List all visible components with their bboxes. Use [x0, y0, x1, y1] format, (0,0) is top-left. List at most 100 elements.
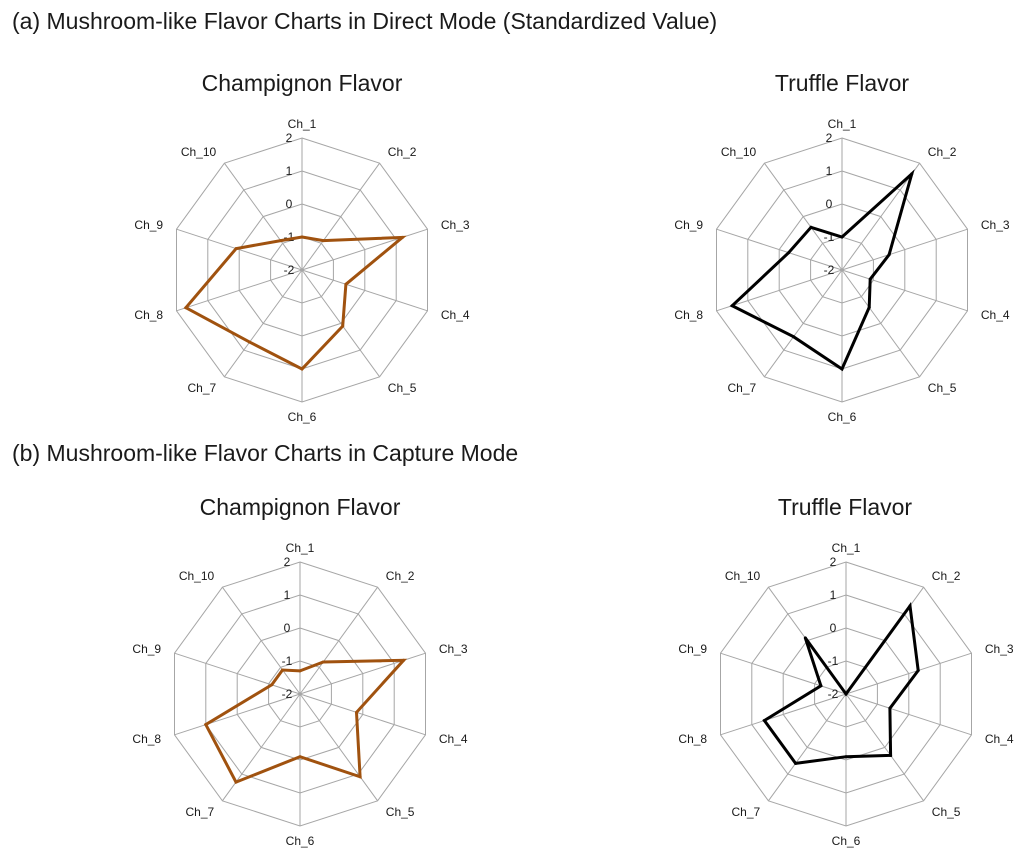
- radar-chart-capture-champignon: -2-1012Ch_1Ch_2Ch_3Ch_4Ch_5Ch_6Ch_7Ch_8C…: [132, 541, 468, 848]
- data-point: [248, 340, 252, 344]
- data-point: [355, 710, 358, 714]
- data-point: [794, 761, 798, 765]
- tick-label: 1: [284, 588, 291, 602]
- category-label: Ch_7: [732, 805, 761, 819]
- tick-label: 1: [286, 164, 293, 178]
- data-point: [298, 669, 302, 673]
- tick-label: 0: [830, 621, 837, 635]
- data-point: [300, 367, 304, 371]
- category-label: Ch_9: [132, 642, 161, 656]
- grid-spoke: [221, 586, 301, 695]
- grid-spoke: [299, 693, 426, 736]
- category-label: Ch_8: [132, 732, 161, 746]
- category-label: Ch_5: [386, 805, 415, 819]
- category-label: Ch_4: [439, 732, 468, 746]
- category-label: Ch_1: [286, 541, 315, 555]
- chart-title-direct-truffle: Truffle Flavor: [774, 70, 910, 96]
- tick-label: 0: [286, 197, 293, 211]
- tick-label: -1: [824, 230, 835, 244]
- tick-label: -1: [284, 230, 295, 244]
- data-point: [819, 684, 823, 688]
- category-label: Ch_5: [388, 381, 417, 395]
- data-point: [344, 282, 348, 286]
- category-label: Ch_7: [186, 805, 215, 819]
- category-label: Ch_5: [932, 805, 961, 819]
- grid-spoke: [176, 228, 303, 271]
- category-label: Ch_10: [179, 569, 215, 583]
- grid-spoke: [299, 586, 379, 695]
- section-title-capture-mode: (b) Mushroom-like Flavor Charts in Captu…: [12, 440, 519, 466]
- data-point: [868, 277, 872, 281]
- grid-spoke: [767, 693, 847, 802]
- category-label: Ch_8: [134, 308, 163, 322]
- chart-title-direct-champignon: Champignon Flavor: [201, 70, 403, 96]
- data-point: [888, 706, 892, 710]
- tick-label: 2: [286, 131, 293, 145]
- tick-label: 2: [826, 131, 833, 145]
- grid-spoke: [845, 652, 972, 695]
- tick-label: 1: [826, 164, 833, 178]
- category-label: Ch_3: [441, 218, 470, 232]
- grid-spoke: [720, 693, 847, 736]
- category-label: Ch_9: [134, 218, 163, 232]
- data-point: [358, 775, 362, 779]
- grid-spoke: [174, 652, 301, 695]
- grid-spoke: [301, 162, 381, 271]
- data-point: [321, 239, 325, 243]
- series-line: [183, 235, 407, 371]
- category-label: Ch_7: [188, 381, 217, 395]
- data-point: [889, 753, 893, 757]
- category-label: Ch_2: [386, 569, 415, 583]
- data-point: [234, 247, 238, 251]
- data-point: [840, 367, 844, 371]
- grid-spoke: [174, 693, 301, 736]
- grid-spoke: [716, 269, 843, 312]
- data-point: [402, 658, 406, 662]
- chart-title-capture-champignon: Champignon Flavor: [199, 494, 401, 520]
- data-point: [279, 239, 283, 243]
- category-label: Ch_9: [674, 218, 703, 232]
- grid-spoke: [301, 269, 428, 312]
- tick-label: 0: [284, 621, 291, 635]
- tick-label: -2: [828, 687, 839, 701]
- data-point: [234, 780, 238, 784]
- grid-spoke: [845, 693, 925, 802]
- grid-spoke: [845, 693, 972, 736]
- category-label: Ch_3: [985, 642, 1014, 656]
- category-label: Ch_8: [678, 732, 707, 746]
- category-label: Ch_2: [932, 569, 961, 583]
- data-point: [321, 660, 325, 664]
- chart-title-capture-truffle: Truffle Flavor: [777, 494, 913, 520]
- data-point: [809, 225, 813, 229]
- grid-spoke: [221, 693, 301, 802]
- grid-spoke: [223, 162, 303, 271]
- category-label: Ch_6: [288, 410, 317, 424]
- grid-spoke: [223, 269, 303, 378]
- category-label: Ch_3: [439, 642, 468, 656]
- category-label: Ch_10: [721, 145, 757, 159]
- tick-label: 0: [826, 197, 833, 211]
- category-label: Ch_7: [728, 381, 757, 395]
- data-point: [300, 235, 304, 239]
- data-point: [840, 235, 844, 239]
- category-label: Ch_4: [441, 308, 470, 322]
- grid-spoke: [176, 269, 303, 312]
- data-point: [792, 335, 795, 339]
- tick-label: -2: [824, 263, 835, 277]
- category-label: Ch_10: [181, 145, 217, 159]
- category-label: Ch_5: [928, 381, 957, 395]
- data-point: [730, 304, 734, 308]
- data-point: [400, 235, 404, 239]
- data-point: [762, 719, 766, 722]
- category-label: Ch_2: [388, 145, 417, 159]
- tick-label: -2: [284, 263, 295, 277]
- data-point: [298, 755, 302, 759]
- data-point: [787, 251, 791, 255]
- grid-spoke: [301, 228, 428, 271]
- series-line: [203, 658, 408, 784]
- category-label: Ch_10: [725, 569, 761, 583]
- tick-label: -1: [282, 654, 293, 668]
- data-point: [803, 636, 807, 640]
- data-point: [270, 683, 274, 687]
- radar-chart-direct-champignon: -2-1012Ch_1Ch_2Ch_3Ch_4Ch_5Ch_6Ch_7Ch_8C…: [134, 117, 470, 424]
